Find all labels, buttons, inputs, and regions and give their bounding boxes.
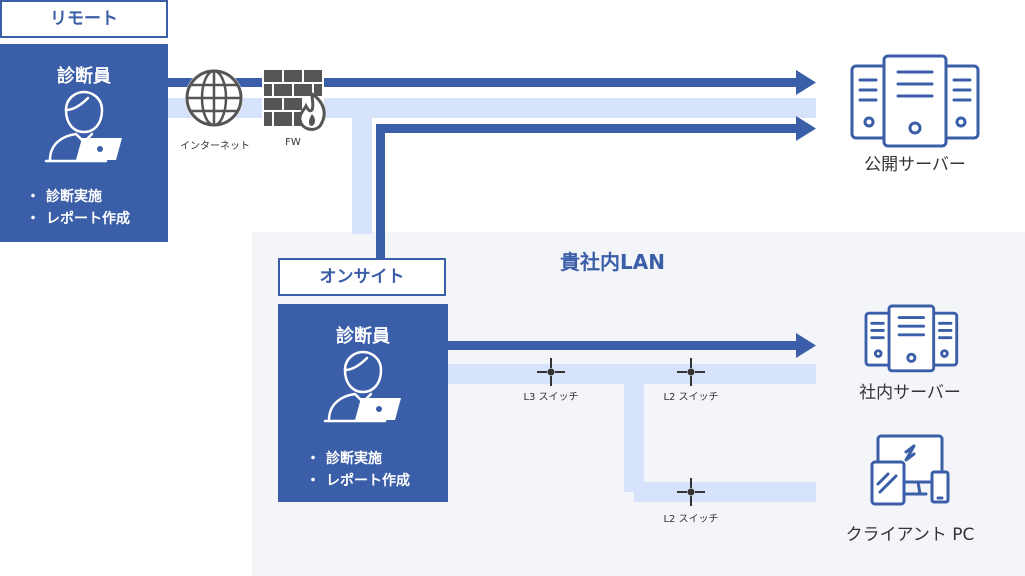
server-icon — [850, 54, 980, 148]
arrow-to-internal-server — [796, 333, 816, 358]
arrow-to-public-server-2 — [796, 116, 816, 141]
globe-icon — [185, 69, 243, 127]
panel-title: 診断員 — [336, 326, 390, 347]
server-icon — [864, 304, 959, 373]
task-item: レポート作成 — [306, 470, 410, 492]
panel-title: 診断員 — [57, 66, 111, 87]
laptop-icon — [44, 138, 122, 163]
person-laptop-icon — [323, 350, 401, 423]
task-item: レポート作成 — [26, 208, 130, 230]
task-list: 診断実施 レポート作成 — [306, 448, 410, 492]
switch-icon — [677, 478, 705, 506]
arrow-to-public-server-1 — [796, 70, 816, 95]
l2-switch-label: L2 スイッチ — [663, 392, 719, 403]
task-item: 診断実施 — [306, 448, 410, 470]
switch-icon — [677, 358, 705, 386]
lan-label: 貴社内LAN — [560, 250, 665, 274]
dark-connection-lines — [168, 70, 816, 358]
person-laptop-icon — [44, 90, 122, 163]
laptop-icon — [323, 398, 401, 423]
task-list: 診断実施 レポート作成 — [26, 186, 130, 230]
devices-icon — [870, 434, 950, 506]
remote-tag: リモート — [0, 0, 168, 38]
l2-switch-label: L2 スイッチ — [663, 514, 719, 525]
onsite-tag: オンサイト — [278, 258, 446, 296]
onsite-analyst-panel: 診断員 診断実施 レポート作成 — [278, 304, 448, 502]
remote-analyst-panel: 診断員 診断実施 レポート作成 — [0, 44, 168, 242]
public-server-label: 公開サーバー — [864, 155, 966, 175]
switch-icon — [537, 358, 565, 386]
light-connection-lines — [168, 98, 816, 502]
firewall-icon — [262, 68, 326, 131]
fw-label: FW — [285, 137, 301, 148]
task-item: 診断実施 — [26, 186, 130, 208]
internet-label: インターネット — [180, 141, 250, 152]
l3-switch-label: L3 スイッチ — [523, 392, 579, 403]
client-pc-label: クライアント PC — [845, 525, 975, 545]
internal-server-label: 社内サーバー — [859, 383, 961, 403]
